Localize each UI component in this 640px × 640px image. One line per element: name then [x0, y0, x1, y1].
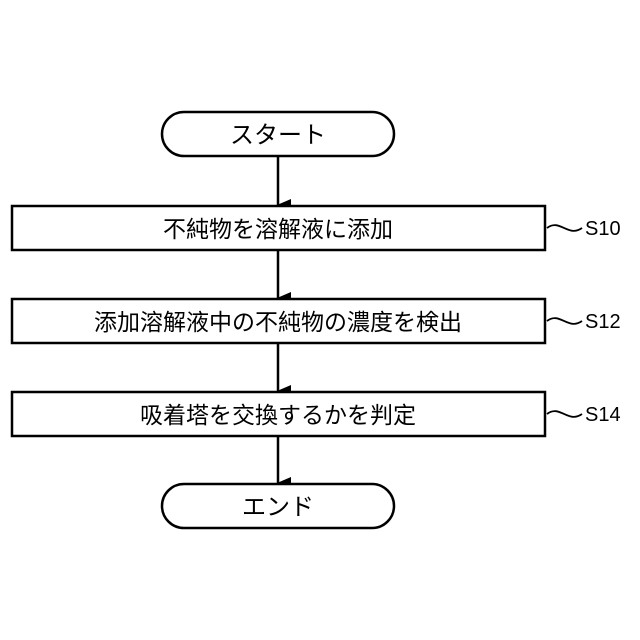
step-box-s14: 吸着塔を交換するかを判定: [12, 392, 545, 436]
step-s10-text: 不純物を溶解液に添加: [163, 217, 393, 243]
leader-line-s10: [547, 225, 582, 231]
step-id-s14: S14: [585, 404, 621, 426]
step-box-s10: 不純物を溶解液に添加: [12, 206, 545, 250]
step-id-s10: S10: [585, 218, 621, 240]
step-box-s12: 添加溶解液中の不純物の濃度を検出: [12, 299, 545, 343]
step-id-s12: S12: [585, 311, 621, 333]
start-terminal: スタート: [162, 112, 394, 156]
end-label: エンド: [242, 493, 314, 521]
leader-line-s12: [547, 318, 582, 324]
end-terminal: エンド: [162, 484, 394, 528]
leader-line-s14: [547, 411, 582, 417]
step-s14-text: 吸着塔を交換するかを判定: [140, 403, 416, 429]
step-s12-text: 添加溶解液中の不純物の濃度を検出: [94, 310, 462, 336]
start-label: スタート: [230, 121, 326, 149]
